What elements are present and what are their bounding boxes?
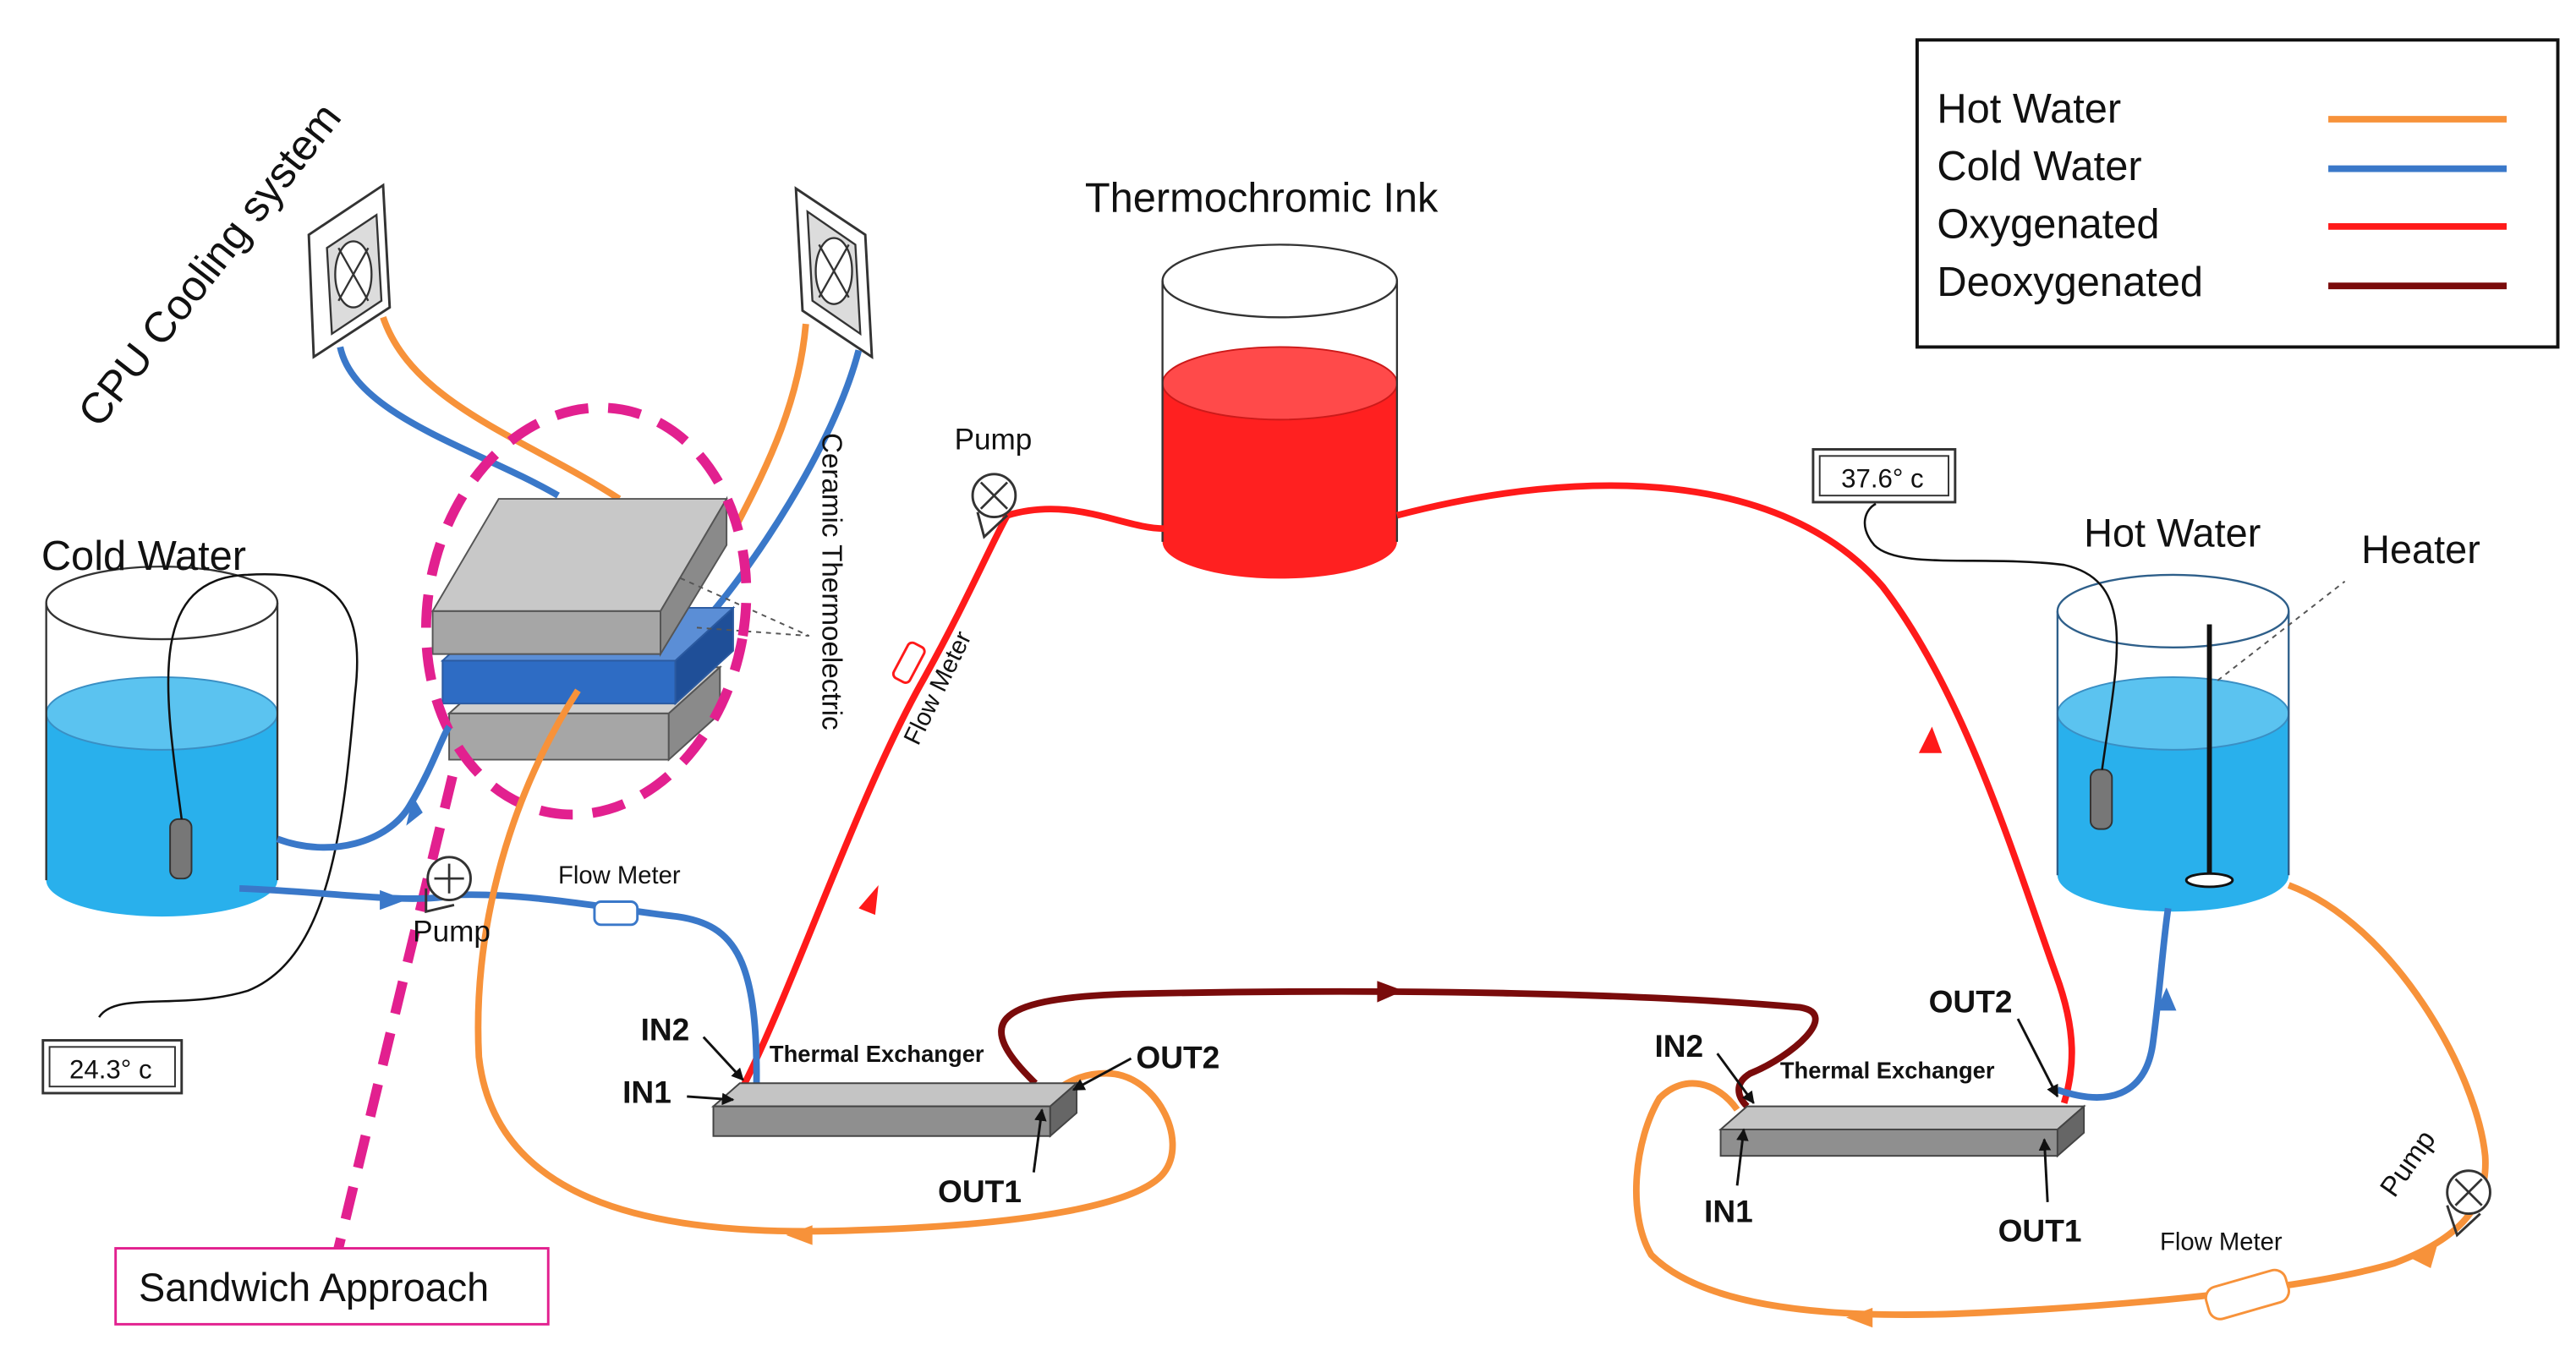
fan-right-icon [794, 186, 874, 359]
flow-meter-left-label: Flow Meter [558, 861, 681, 889]
fan-left-cold-tube [337, 346, 560, 499]
pump-right-icon [2446, 1169, 2491, 1238]
oxygenated-flow-arrow-2 [1918, 726, 1943, 753]
legend-label-hot-water: Hot Water [1937, 86, 2121, 132]
thermal-exchanger-left [710, 1081, 1079, 1138]
hot-water-label: Hot Water [2084, 511, 2261, 555]
cold-water-tank [45, 565, 279, 917]
exchanger-left-title: Thermal Exchanger [770, 1041, 984, 1067]
legend: Hot Water Cold Water Oxygenated Deoxygen… [1915, 38, 2560, 349]
oxygenated-tube-right [1395, 482, 2075, 1104]
cold-out-arrow-right [2157, 987, 2177, 1011]
cold-probe-wire [98, 573, 359, 1018]
thermochromic-ink-beaker [1161, 243, 1399, 579]
flow-meter-top-icon [891, 641, 926, 684]
cold-temp-probe [169, 818, 193, 880]
exchanger-right-out2-arrow [2016, 1018, 2059, 1098]
hot-probe-wire [1863, 502, 2118, 770]
fan-left-hot-tube [380, 316, 622, 502]
exchanger-left-out2-arrow [1072, 1057, 1132, 1091]
oxygenated-flow-arrow-1 [858, 884, 879, 916]
heater-leader-line [2217, 580, 2346, 681]
hot-flow-arrow-left [786, 1225, 813, 1245]
exchanger-left-in2-arrow [702, 1036, 744, 1081]
exchanger-left-out1-label: OUT1 [938, 1173, 1022, 1209]
hot-temp-display [1811, 448, 1957, 504]
cpu-cooling-label: CPU Cooling system [69, 94, 350, 435]
deoxygenated-tube [998, 987, 1819, 1109]
exchanger-left-out1-arrow [1032, 1108, 1047, 1173]
hot-temp-probe [2089, 768, 2113, 830]
exchanger-right-title: Thermal Exchanger [1780, 1057, 1995, 1083]
oxygenated-tube-left [737, 506, 1165, 1095]
thermoelectric-sandwich [430, 495, 736, 762]
cold-temp-value: 24.3° c [69, 1054, 152, 1084]
hot-flow-arrow-right-2 [1845, 1307, 1873, 1328]
thermal-exchanger-right [1718, 1104, 2086, 1158]
flow-meter-right-label: Flow Meter [2160, 1228, 2283, 1255]
exchanger-left-out2-label: OUT2 [1136, 1040, 1219, 1075]
exchanger-left-in2-label: IN2 [641, 1012, 690, 1047]
legend-label-deoxygenated: Deoxygenated [1937, 260, 2203, 305]
fan-right-hot-tube [733, 323, 809, 528]
flow-meter-right-icon [2204, 1268, 2290, 1321]
exchanger-right-in1-label: IN1 [1704, 1193, 1753, 1228]
pump-left-icon [425, 856, 472, 914]
legend-label-cold-water: Cold Water [1937, 144, 2141, 189]
hot-tube-sandwich-to-exchanger [474, 688, 1176, 1235]
cold-return-arrow [406, 796, 423, 826]
legend-box [1915, 38, 2560, 349]
ceramic-leader-line-2 [696, 626, 809, 637]
pump-right-label: Pump [2374, 1124, 2442, 1202]
sandwich-approach-label: Sandwich Approach [139, 1266, 489, 1310]
heater-stirrer-icon [2184, 624, 2234, 889]
thermochromic-ink-label: Thermochromic Ink [1085, 175, 1439, 221]
fan-right-cold-tube [699, 349, 863, 627]
exchanger-left-in1-arrow [687, 1092, 735, 1106]
ceramic-thermoelectric-label: Ceramic Thermoelectric [815, 433, 847, 730]
cold-return-tube [276, 725, 452, 851]
cold-water-label: Cold Water [41, 533, 246, 579]
pump-top-label: Pump [955, 423, 1033, 456]
hot-water-tank [2056, 573, 2290, 912]
exchanger-right-in2-label: IN2 [1654, 1028, 1703, 1064]
cold-supply-arrow [380, 889, 407, 911]
exchanger-right-out1-arrow [2038, 1138, 2052, 1202]
cold-supply-tube [238, 884, 760, 1098]
exchanger-right-out2-label: OUT2 [1929, 983, 2013, 1019]
fan-left-icon [307, 183, 392, 359]
exchanger-right-in2-arrow [1716, 1053, 1755, 1104]
pump-top-icon [971, 473, 1017, 539]
hot-temp-value: 37.6° c [1841, 463, 1924, 493]
flow-meter-left-icon [593, 900, 639, 927]
exchanger-right-out1-label: OUT1 [1998, 1213, 2082, 1249]
hot-flow-arrow-right-1 [2410, 1244, 2437, 1268]
legend-label-oxygenated: Oxygenated [1937, 202, 2159, 248]
exchanger-left-in1-label: IN1 [622, 1075, 671, 1110]
pump-left-label: Pump [413, 915, 491, 948]
exchanger-right-in1-arrow [1735, 1128, 1749, 1186]
cold-out-tube-right [2056, 907, 2172, 1101]
cold-temp-display [41, 1039, 184, 1095]
sandwich-approach-box [114, 1247, 550, 1326]
heater-label: Heater [2361, 528, 2480, 572]
deoxygenated-flow-arrow [1377, 981, 1404, 1003]
sandwich-pointer-line [332, 774, 458, 1256]
hot-tube-tank-loop [1633, 882, 2489, 1318]
sandwich-highlight-ellipse [420, 402, 752, 820]
